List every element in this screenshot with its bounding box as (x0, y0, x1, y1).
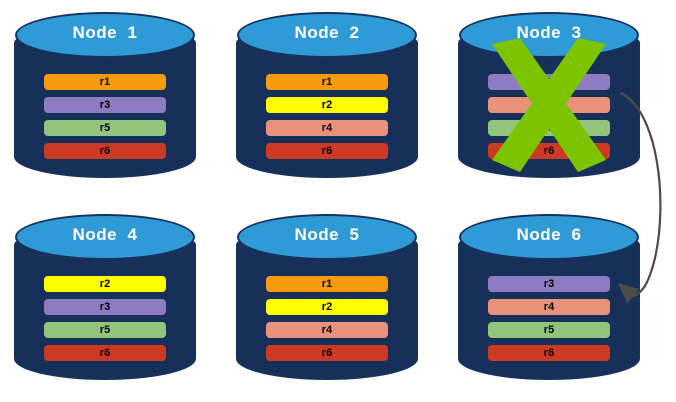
node-1-replica-list: r1 r3 r5 r6 (44, 74, 166, 159)
node-1-replica-r5[interactable]: r5 (44, 120, 166, 136)
node-6-title: Node 6 (516, 225, 582, 244)
node-6-replica-r4[interactable]: r4 (488, 299, 610, 315)
node-3-replica-r5[interactable]: r5 (488, 120, 610, 136)
node-5-replica-list: r1 r2 r4 r6 (266, 276, 388, 361)
node-5[interactable]: Node 5 r1 r2 r4 r6 (236, 212, 418, 388)
node-1-replica-r3[interactable]: r3 (44, 97, 166, 113)
node-1[interactable]: Node 1 r1 r3 r5 r6 (14, 10, 196, 186)
node-2-replica-r2[interactable]: r2 (266, 97, 388, 113)
node-6-replica-list: r3 r4 r5 r6 (488, 276, 610, 361)
node-2-replica-r4[interactable]: r4 (266, 120, 388, 136)
node-3-replica-r3[interactable]: r3 (488, 74, 610, 90)
node-1-title: Node 1 (72, 23, 138, 42)
node-5-replica-r2[interactable]: r2 (266, 299, 388, 315)
node-5-replica-r4[interactable]: r4 (266, 322, 388, 338)
node-6-replica-r6[interactable]: r6 (488, 345, 610, 361)
node-2-replica-list: r1 r2 r4 r6 (266, 74, 388, 159)
node-4[interactable]: Node 4 r2 r3 r5 r6 (14, 212, 196, 388)
node-3-title: Node 3 (516, 23, 582, 42)
node-6-replica-r3[interactable]: r3 (488, 276, 610, 292)
node-2-replica-r6[interactable]: r6 (266, 143, 388, 159)
node-2[interactable]: Node 2 r1 r2 r4 r6 (236, 10, 418, 186)
node-2-replica-r1[interactable]: r1 (266, 74, 388, 90)
node-1-cylinder-top (15, 12, 195, 58)
node-4-replica-r6[interactable]: r6 (44, 345, 166, 361)
node-6[interactable]: Node 6 r3 r4 r5 r6 (458, 212, 640, 388)
node-6-replica-r5[interactable]: r5 (488, 322, 610, 338)
node-2-cylinder-top (237, 12, 417, 58)
node-3-replica-r6[interactable]: r6 (488, 143, 610, 159)
node-2-title: Node 2 (294, 23, 360, 42)
node-4-replica-r2[interactable]: r2 (44, 276, 166, 292)
node-5-replica-r6[interactable]: r6 (266, 345, 388, 361)
node-4-replica-list: r2 r3 r5 r6 (44, 276, 166, 361)
node-3-replica-r4[interactable]: r4 (488, 97, 610, 113)
node-3[interactable]: Node 3 r3 r4 r5 r6 (458, 10, 640, 186)
node-1-replica-r6[interactable]: r6 (44, 143, 166, 159)
node-4-replica-r3[interactable]: r3 (44, 299, 166, 315)
node-4-cylinder-top (15, 214, 195, 260)
node-5-cylinder-top (237, 214, 417, 260)
node-1-replica-r1[interactable]: r1 (44, 74, 166, 90)
node-3-replica-list: r3 r4 r5 r6 (488, 74, 610, 159)
node-4-replica-r5[interactable]: r5 (44, 322, 166, 338)
node-4-title: Node 4 (72, 225, 138, 244)
node-5-replica-r1[interactable]: r1 (266, 276, 388, 292)
node-5-title: Node 5 (294, 225, 360, 244)
